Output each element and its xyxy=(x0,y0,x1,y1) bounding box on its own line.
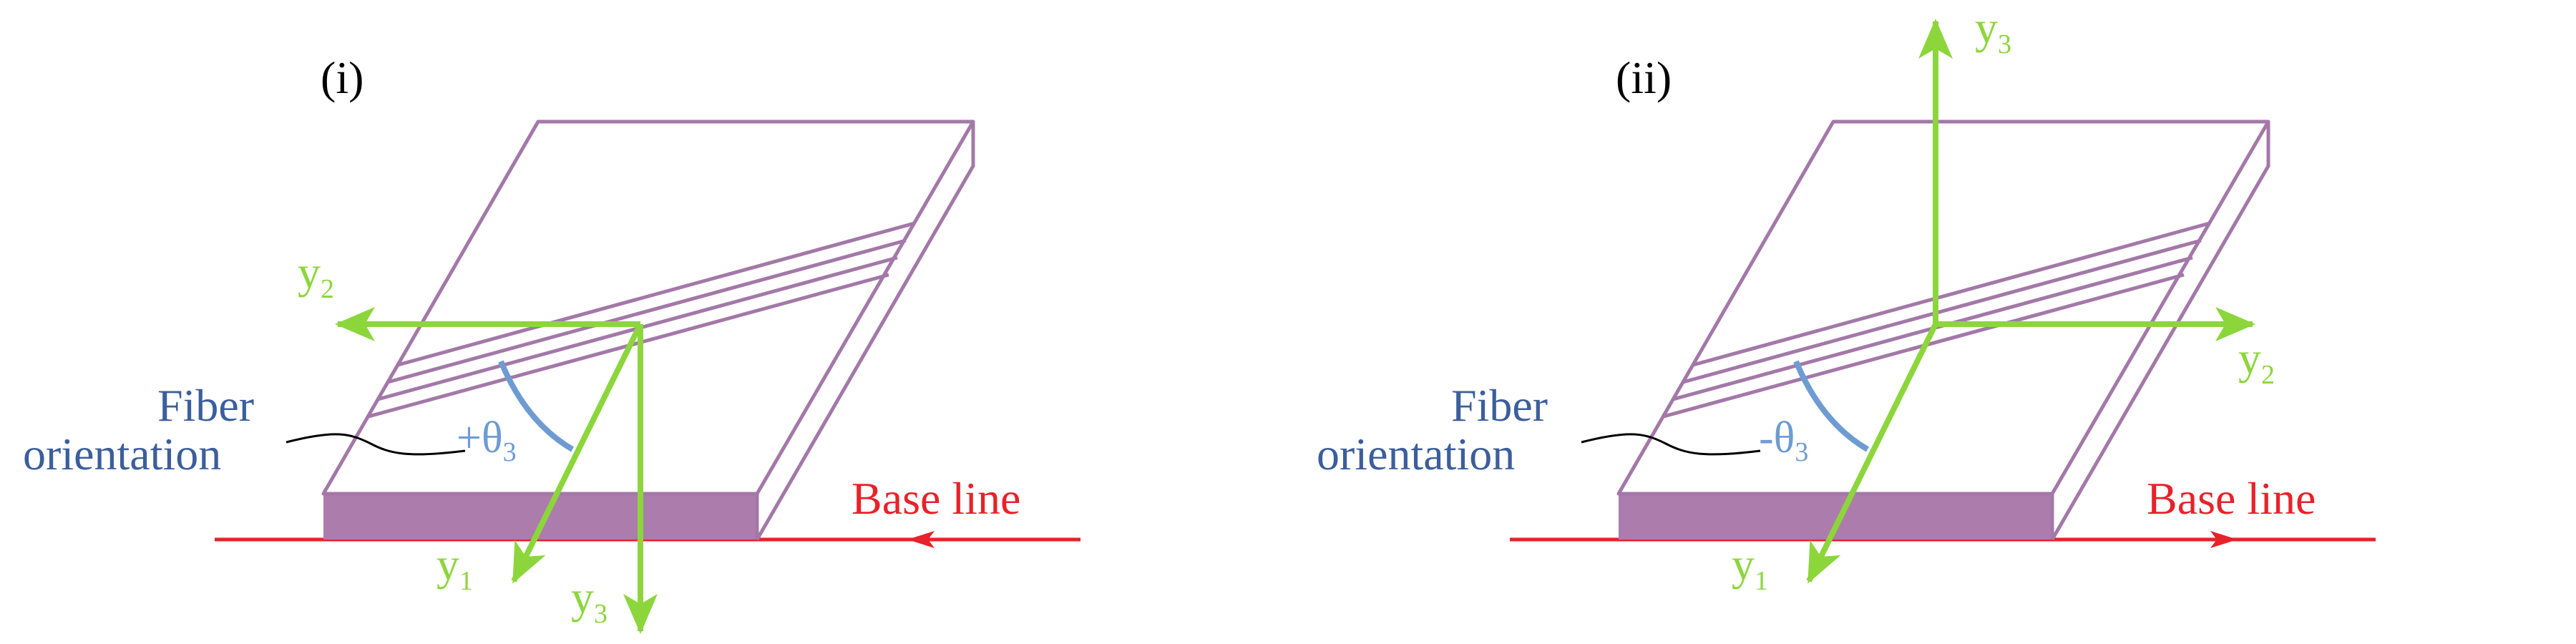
fiber-leader-line-i xyxy=(286,433,466,456)
fiber-label-line1-ii: Fiber xyxy=(1451,380,1548,431)
base-line-label-i: Base line xyxy=(852,473,1020,524)
axis-y2-label-i: y2 xyxy=(298,247,334,304)
panel-i-label: (i) xyxy=(321,52,364,103)
theta-label-i: +θ3 xyxy=(457,414,517,467)
axis-y3-label-i: y3 xyxy=(571,572,608,629)
panel-ii-label: (ii) xyxy=(1616,52,1672,103)
theta-label-ii: -θ3 xyxy=(1759,414,1808,467)
axis-y1-arrow-ii xyxy=(1806,323,1938,584)
theta-arc-i xyxy=(498,360,575,452)
fiber-label-line2-i: orientation xyxy=(23,429,221,479)
fiber-label-line2-ii: orientation xyxy=(1317,429,1515,479)
theta-arc-ii xyxy=(1793,360,1870,452)
base-line-label-ii: Base line xyxy=(2147,473,2316,524)
axis-y3-label-ii: y3 xyxy=(1975,2,2011,59)
panel-ii: (ii) Base line y3 y2 y1 Fiber or xyxy=(1317,2,2376,596)
axis-y1-arrow-i xyxy=(511,323,643,584)
fiber-leader-line-ii xyxy=(1581,433,1761,456)
axis-y2-label-ii: y2 xyxy=(2238,333,2275,390)
fiber-label-line1-i: Fiber xyxy=(157,380,254,431)
panel-i: (i) Base line y2 y1 y3 Fiber ori xyxy=(23,52,1080,634)
axis-y1-label-ii: y1 xyxy=(1732,539,1768,596)
axis-y1-label-i: y1 xyxy=(436,539,473,596)
